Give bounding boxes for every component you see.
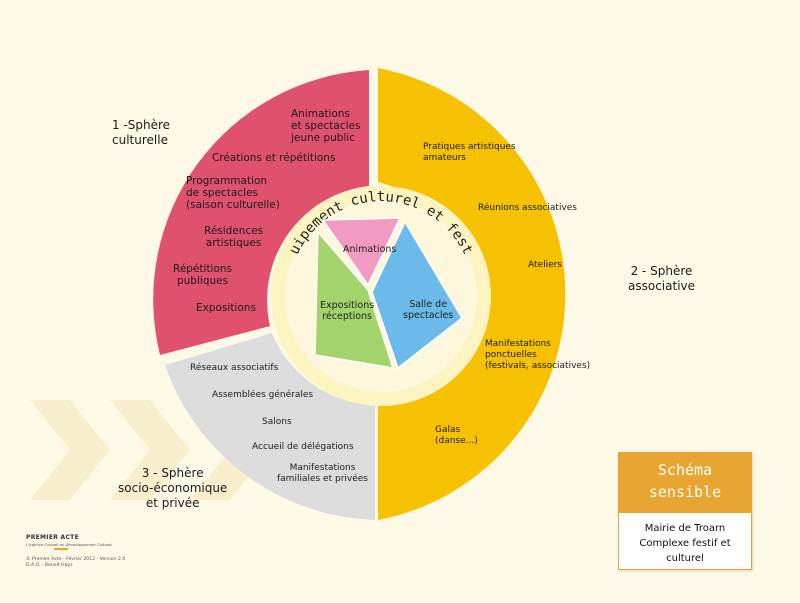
triangle-salle xyxy=(371,220,463,370)
logo-tagline: L'Agence Conseil en Développement Cultur… xyxy=(26,542,112,547)
socio-item-accueil: Accueil de délégations xyxy=(252,442,354,452)
title-associative: 2 - Sphère associative xyxy=(628,264,696,293)
sector-culturelle xyxy=(153,70,369,355)
center-label-animations: Animations xyxy=(343,244,397,255)
footer-line-1: © Premier Acte - Février 2012 - Version … xyxy=(26,557,126,562)
asso-item-reunions: Réunions associatives xyxy=(478,203,577,213)
sector-socio xyxy=(165,333,375,520)
cult-item-animations: Animations et spectacles jeune public xyxy=(291,108,361,144)
socio-item-assemblees: Assemblées générales xyxy=(212,390,314,400)
card-subtitle: Mairie de Troarn Complexe festif et cult… xyxy=(639,523,731,564)
title-socio: 3 - Sphère socio-économique et privée xyxy=(118,466,228,510)
cult-item-programmation: Programmation de spectacles (saison cult… xyxy=(186,175,280,211)
logo-name: PREMIER ACTE xyxy=(26,534,79,541)
triangle-animations xyxy=(321,217,402,287)
asso-item-ateliers: Ateliers xyxy=(528,260,562,270)
cult-item-repetitions: Répétitions publiques xyxy=(173,263,233,287)
triangle-expositions xyxy=(314,230,395,369)
socio-item-reseaux: Réseaux associatifs xyxy=(190,363,279,373)
asso-item-pratiques: Pratiques artistiques amateurs xyxy=(423,142,516,163)
socio-item-salons: Salons xyxy=(262,417,292,427)
schema-card: Schéma sensible Mairie de Troarn Complex… xyxy=(618,452,752,570)
title-culturelle: 1 -Sphère culturelle xyxy=(112,118,171,147)
asso-item-galas: Galas (danse...) xyxy=(435,425,478,446)
cult-item-creations: Créations et répétitions xyxy=(212,152,336,164)
center-label-expositions: Expositions réceptions xyxy=(320,300,375,322)
cult-item-residences: Résidences artistiques xyxy=(204,225,264,249)
card-title: Schéma sensible xyxy=(619,453,751,513)
center-label-salle: Salle de spectacles xyxy=(403,299,454,321)
footer-credits: © Premier Acte - Février 2012 - Version … xyxy=(26,557,125,569)
premier-acte-logo: PREMIER ACTE L'Agence Conseil en Dévelop… xyxy=(26,534,126,550)
cult-item-expositions: Expositions xyxy=(196,302,256,314)
asso-item-manifestations: Manifestations ponctuelles (festivals, a… xyxy=(485,339,591,371)
footer-line-2: D.A.O. : Benoît Hays xyxy=(26,563,73,568)
socio-item-manifestations: Manifestations familiales et privées xyxy=(277,463,368,484)
logo-accent-bar xyxy=(54,548,68,550)
